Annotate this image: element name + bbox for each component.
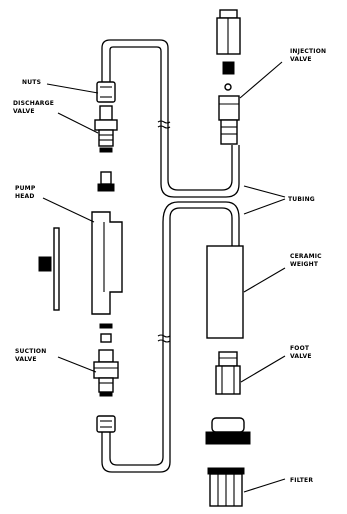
label-ceramic-weight: CERAMIC WEIGHT [290, 253, 324, 268]
injection-valve [216, 9, 241, 145]
label-nuts: NUTS [22, 79, 41, 86]
filter-cap [205, 417, 251, 445]
pump-head [91, 211, 123, 315]
label-foot-valve: FOOT VALVE [290, 345, 312, 360]
label-pump-head: PUMP HEAD [15, 185, 38, 200]
label-suction-valve: SUCTION VALVE [15, 348, 49, 363]
upper-tubing [101, 39, 240, 198]
lower-seal [99, 323, 113, 343]
label-injection-valve: INJECTION VALVE [290, 48, 329, 63]
upper-seal [97, 171, 115, 192]
discharge-valve [94, 105, 118, 153]
filter [207, 467, 245, 507]
lower-tubing [101, 201, 240, 473]
leader-lines [42, 61, 286, 493]
suction-valve [93, 349, 119, 397]
label-filter: FILTER [290, 477, 313, 484]
ceramic-weight [206, 245, 244, 339]
label-tubing: TUBING [288, 196, 315, 203]
lower-nut [96, 415, 116, 433]
upper-nut [96, 81, 116, 103]
diaphragm-plate [38, 227, 60, 311]
label-discharge-valve: DISCHARGE VALVE [13, 100, 56, 115]
foot-valve [215, 351, 241, 395]
